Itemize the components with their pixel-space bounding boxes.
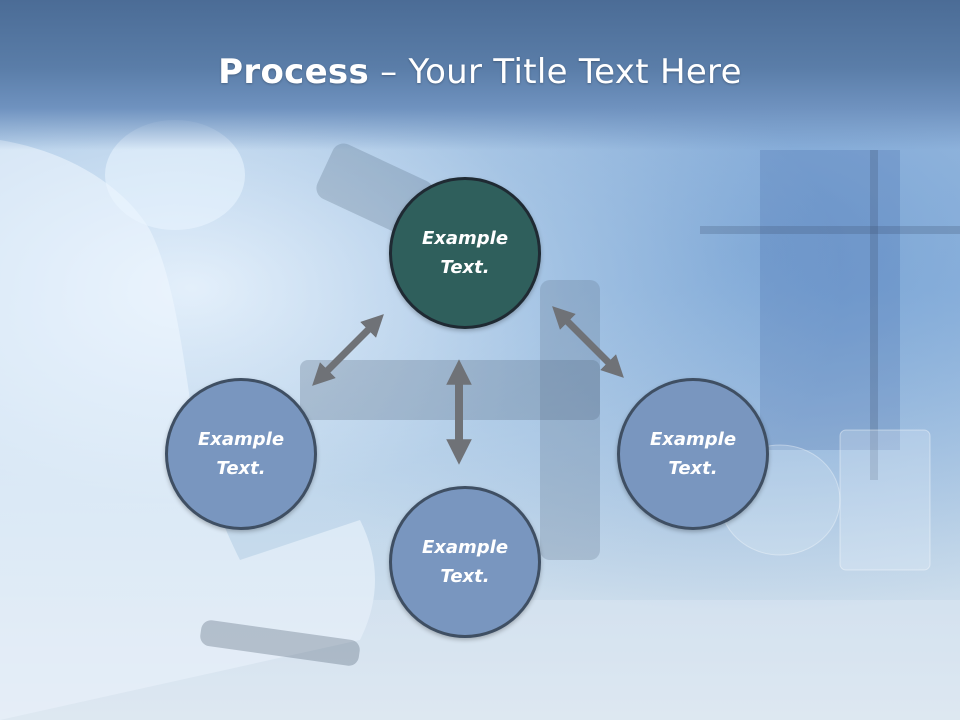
node-text-line1: Example (197, 429, 285, 450)
node-text-line2: Text. (440, 257, 490, 278)
process-node-top[interactable]: Example Text. (389, 177, 541, 329)
node-text-line2: Text. (216, 458, 266, 479)
node-text-line2: Text. (440, 566, 490, 587)
node-text-line1: Example (421, 537, 509, 558)
process-node-right[interactable]: Example Text. (617, 378, 769, 530)
process-node-left[interactable]: Example Text. (165, 378, 317, 530)
double-arrow-icon (312, 314, 384, 386)
title-rest: – Your Title Text Here (369, 52, 742, 92)
title-bold: Process (218, 52, 370, 92)
node-text-line1: Example (421, 228, 509, 249)
node-text-line2: Text. (668, 458, 718, 479)
slide-title[interactable]: Process – Your Title Text Here (0, 52, 960, 92)
node-text-line1: Example (649, 429, 737, 450)
process-node-bottom[interactable]: Example Text. (389, 486, 541, 638)
double-arrow-icon (552, 306, 624, 378)
header-band (0, 0, 960, 150)
